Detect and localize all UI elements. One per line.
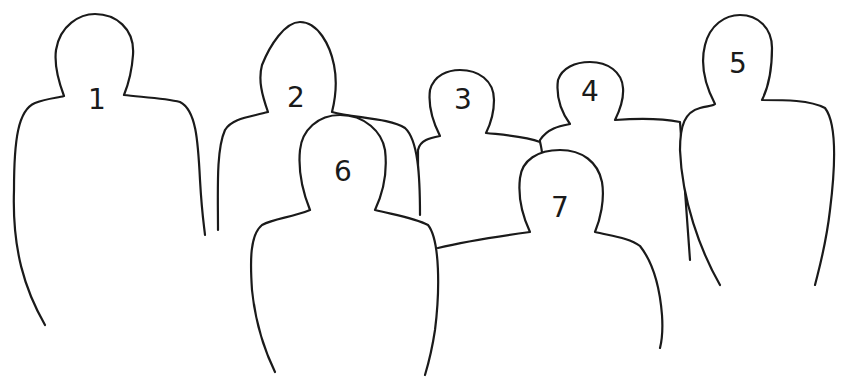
callout-number: 3 <box>454 86 472 114</box>
silhouette-fill <box>14 14 205 392</box>
silhouette-outline <box>14 14 205 325</box>
silhouette-fill <box>438 150 662 392</box>
person-silhouette <box>251 115 438 392</box>
person-silhouette <box>680 15 834 392</box>
silhouette-outline <box>438 150 662 348</box>
callout-number: 7 <box>551 194 569 222</box>
silhouette-outline <box>251 115 438 375</box>
callout-number: 6 <box>334 158 352 186</box>
silhouette-fill <box>251 115 438 392</box>
person-silhouette <box>438 150 662 392</box>
callout-number: 1 <box>88 86 106 114</box>
callout-number: 4 <box>581 78 599 106</box>
silhouette-fill <box>680 15 834 392</box>
silhouette-outline <box>680 15 834 285</box>
callout-number: 5 <box>729 50 747 78</box>
callout-number: 2 <box>287 84 305 112</box>
person-silhouette <box>14 14 205 392</box>
